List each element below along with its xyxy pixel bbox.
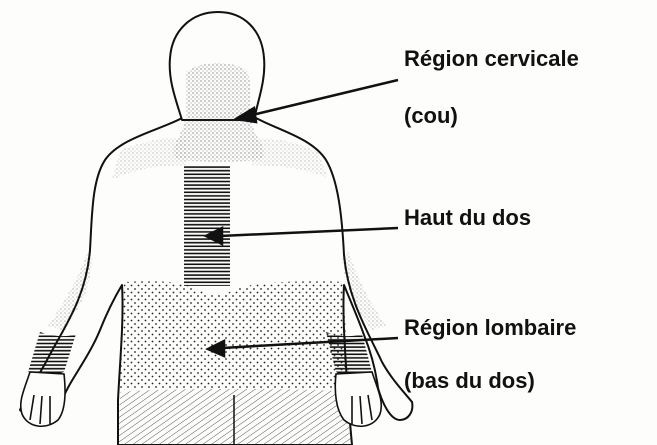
left-hand: [21, 372, 65, 426]
cervical-sublabel: (cou): [404, 103, 458, 129]
upper-back-label: Haut du dos: [404, 205, 531, 231]
cervical-label: Région cervicale: [404, 46, 579, 72]
upper-back-region: [184, 166, 230, 286]
buttock-hatch: [118, 389, 352, 445]
right-hand: [335, 372, 381, 426]
lumbar-label: Région lombaire: [404, 315, 576, 341]
lumbar-region: [119, 281, 350, 390]
cervical-arrow-line: [248, 80, 398, 116]
lumbar-sublabel: (bas du dos): [404, 368, 535, 394]
